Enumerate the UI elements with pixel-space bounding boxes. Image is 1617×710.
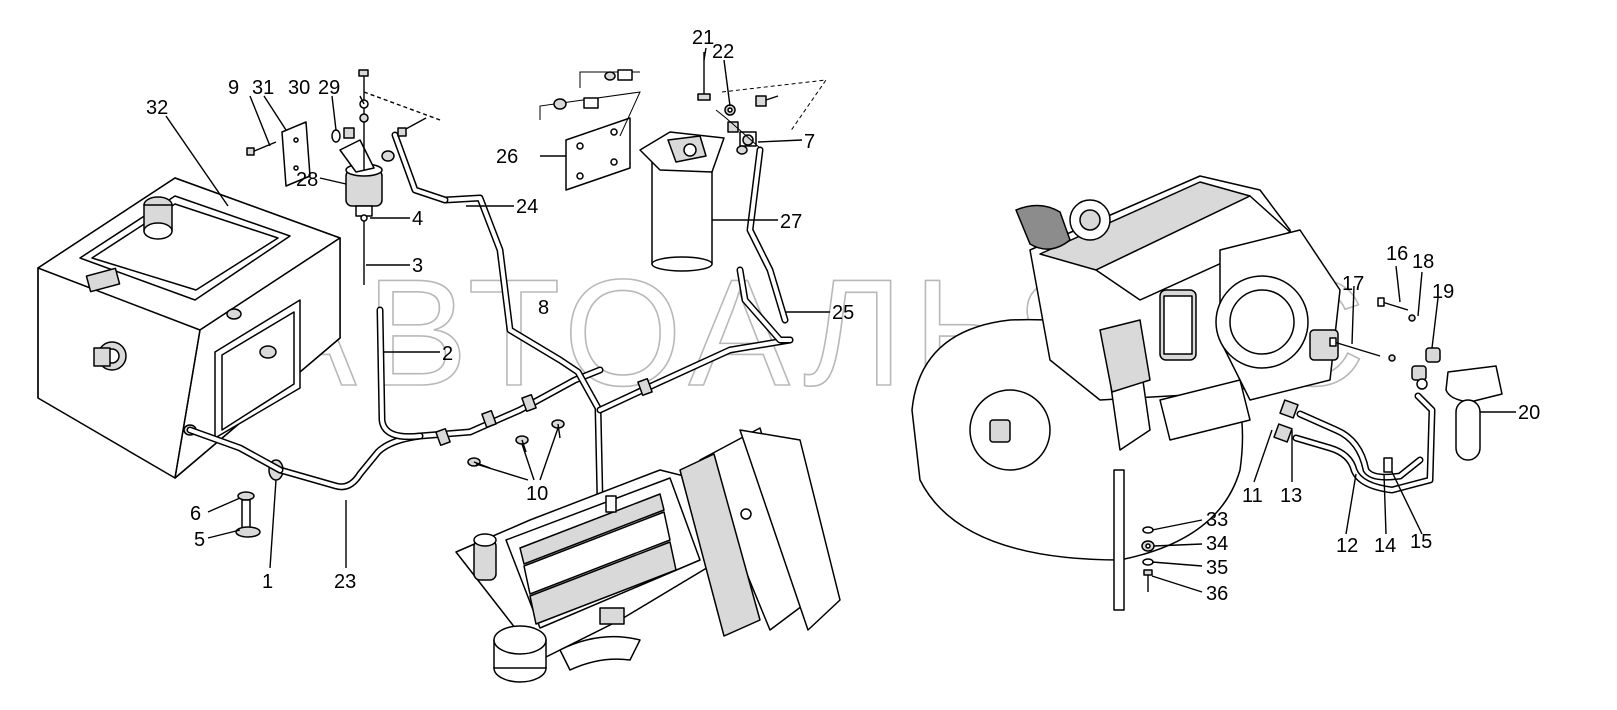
- fittings-21-22-7: [697, 52, 828, 155]
- callout-24: 24: [516, 196, 538, 218]
- callout-6: 6: [190, 503, 201, 525]
- fuel-tank: [37, 177, 341, 479]
- callout-5: 5: [194, 529, 205, 551]
- callout-9: 9: [228, 77, 239, 99]
- bracket-31: [281, 121, 311, 187]
- callout-8: 8: [538, 297, 549, 319]
- callout-2: 2: [442, 343, 453, 365]
- callout-31: 31: [252, 77, 274, 99]
- callout-3: 3: [412, 255, 423, 277]
- callout-17: 17: [1342, 273, 1364, 295]
- callout-labels: 32 9 31 30 29 28 4 3 2 24 26 27 21 22 7 …: [146, 27, 1540, 605]
- callout-27: 27: [780, 211, 802, 233]
- pipe-clamps: [435, 377, 653, 469]
- callout-11: 11: [1242, 485, 1263, 507]
- callout-34: 34: [1206, 533, 1228, 555]
- fuel-pipes-left: [186, 131, 794, 504]
- fuel-pipes-right: [1273, 392, 1436, 494]
- leader-lines: [165, 47, 1516, 593]
- engine-right: [911, 175, 1341, 611]
- drain-plug: [235, 491, 261, 538]
- callout-18: 18: [1412, 251, 1434, 273]
- callout-28: 28: [296, 169, 318, 191]
- plate-26: [539, 69, 641, 191]
- callout-22: 22: [712, 41, 734, 63]
- callout-16: 16: [1386, 243, 1408, 265]
- callout-33: 33: [1206, 509, 1228, 531]
- callout-35: 35: [1206, 557, 1228, 579]
- callout-10: 10: [526, 483, 548, 505]
- callout-21: 21: [692, 27, 714, 49]
- callout-13: 13: [1280, 485, 1302, 507]
- callout-32: 32: [146, 97, 168, 119]
- callout-1: 1: [262, 571, 273, 593]
- fuel-filter-27: [639, 131, 725, 272]
- engine-left: [455, 427, 841, 683]
- callout-12: 12: [1336, 535, 1358, 557]
- callout-26: 26: [496, 146, 518, 168]
- callout-4: 4: [412, 208, 423, 230]
- fittings-16-20: [1329, 297, 1503, 461]
- callout-20: 20: [1518, 402, 1540, 424]
- callout-23: 23: [334, 571, 356, 593]
- callout-15: 15: [1410, 531, 1432, 553]
- callout-29: 29: [318, 77, 340, 99]
- callout-14: 14: [1374, 535, 1396, 557]
- callout-30: 30: [288, 77, 310, 99]
- callout-25: 25: [832, 302, 854, 324]
- callout-36: 36: [1206, 583, 1228, 605]
- callout-7: 7: [804, 131, 815, 153]
- callout-19: 19: [1432, 281, 1454, 303]
